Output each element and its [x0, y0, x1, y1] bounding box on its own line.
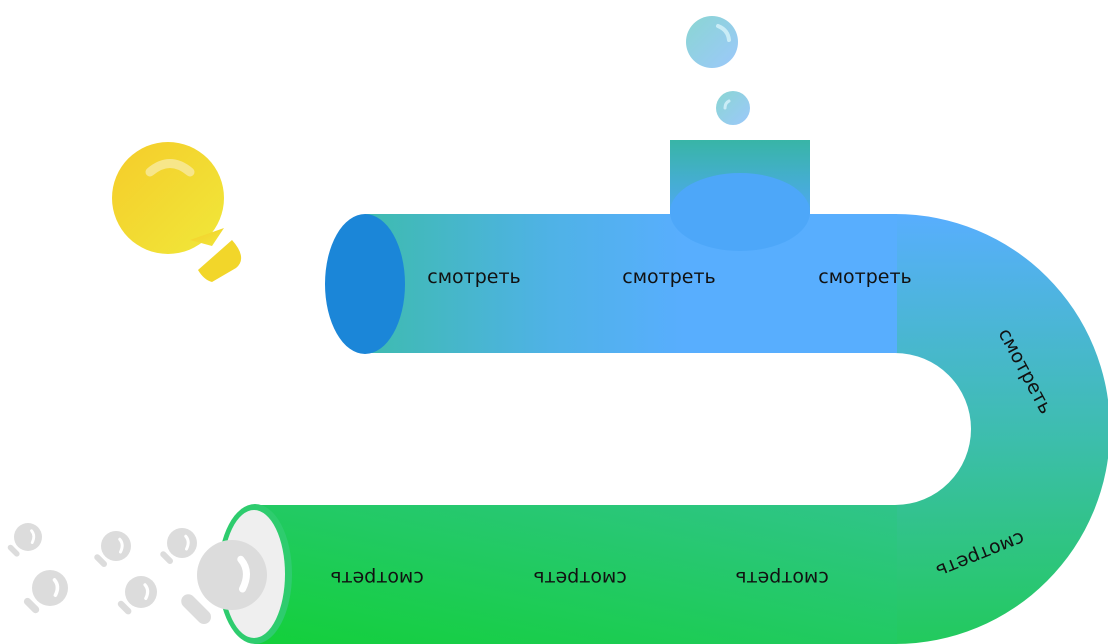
bubble-large	[686, 16, 738, 68]
pipe-label-bottom-1: смотреть	[330, 567, 424, 589]
yellow-lightbulb-icon	[112, 142, 242, 282]
bubble-small	[716, 91, 750, 125]
grey-lightbulb-icon	[117, 576, 157, 615]
grey-lightbulb-icon	[23, 570, 68, 614]
pipe-bend	[895, 214, 1108, 644]
grey-lightbulb-icon	[181, 540, 267, 624]
pipe-inlet-end	[325, 214, 405, 354]
pipe-label-top-2: смотреть	[622, 266, 716, 288]
grey-lightbulb-icon	[94, 531, 131, 567]
pipe-label-bottom-3: смотреть	[735, 567, 829, 589]
funnel-inlet	[670, 140, 810, 251]
grey-lightbulb-icon	[7, 523, 42, 557]
pipe-label-top-1: смотреть	[427, 266, 521, 288]
pipe-top-section	[365, 214, 897, 353]
pipe-label-bottom-2: смотреть	[533, 567, 627, 589]
pipe-bottom-section	[255, 505, 897, 644]
grey-lightbulb-icon	[160, 528, 197, 564]
pipe-label-top-3: смотреть	[818, 266, 912, 288]
